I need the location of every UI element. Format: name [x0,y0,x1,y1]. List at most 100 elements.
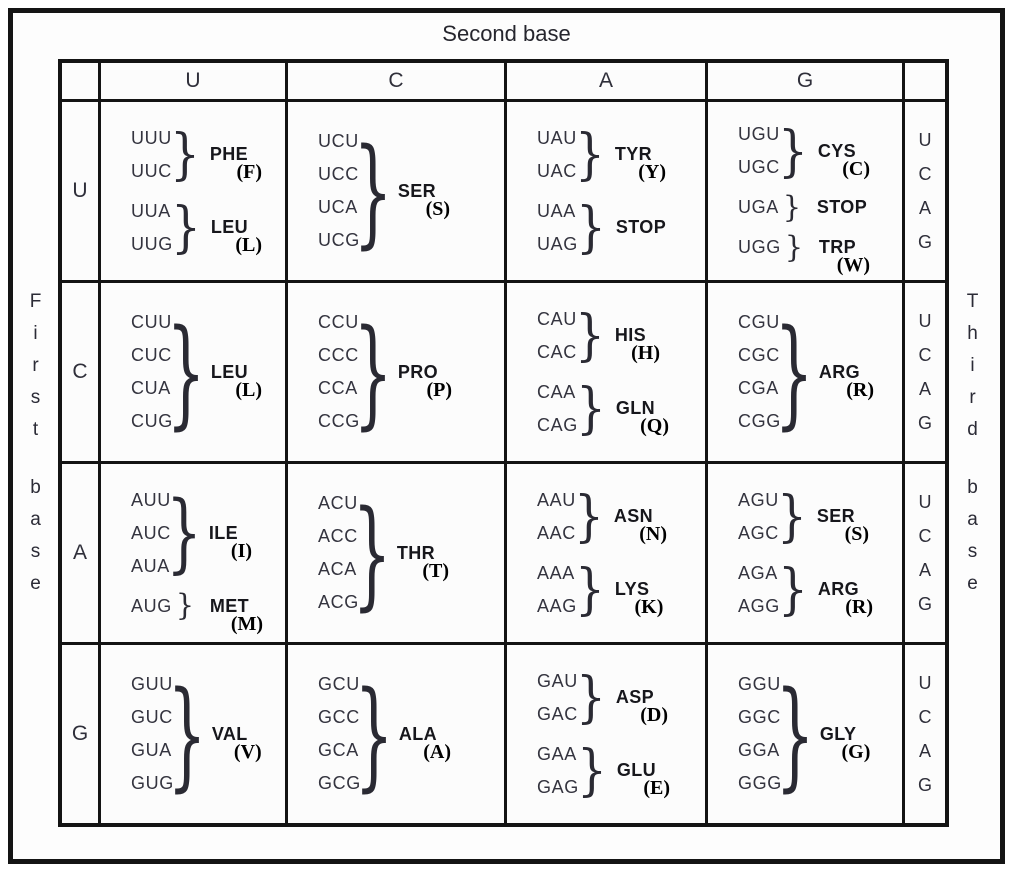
amino-acid-name: STOP [615,217,667,237]
third-base-letter: A [918,560,931,580]
first-base-letter-a: A [62,464,98,642]
brace-icon: } [784,229,803,265]
amino-acid-name: ALA [398,723,438,744]
second-base-header-u: U [101,63,285,99]
amino-acid-label: LYS(K) [615,579,664,618]
codon: UAA [537,200,576,221]
axis-label-letter [30,446,42,472]
brace-icon: } [777,118,808,183]
brace-icon: } [574,303,605,367]
brace-icon: } [782,189,801,225]
codon: CGU [738,312,780,332]
amino-acid-name: STOP [816,197,868,217]
codon: UCU [318,131,359,151]
amino-acid-letter: (R) [846,378,875,401]
third-base-letter: A [918,198,931,218]
amino-acid-label: TYR(Y) [615,144,666,183]
third-base-letter: C [918,164,932,184]
amino-acid-name: MET [209,595,250,616]
codon: UAC [537,160,577,181]
amino-acid-name: LEU [210,361,249,382]
codon: CAC [537,341,577,362]
codon: ACC [318,526,358,546]
axis-label-letter: a [967,509,978,530]
codon: GAA [537,743,577,764]
amino-acid-label: ASN(N) [614,506,667,545]
amino-acid-name: ASP [615,687,655,707]
codon: AAG [537,595,577,616]
brace-icon: } [169,122,200,186]
codon: GUU [131,674,173,694]
codon-group: UGG}TRP(W) [738,229,902,276]
codon-list: UUA UUG [131,195,173,261]
codon: CGC [738,345,780,365]
amino-acid-letter: (G) [841,740,871,763]
axis-label-letter: r [969,387,976,408]
amino-acid-letter: (S) [844,523,870,545]
brace-icon: } [353,122,393,260]
brace-icon: } [575,195,606,259]
amino-acid-label: GLY(G) [820,724,871,763]
codon: CUA [131,378,171,398]
amino-acid-letter: (A) [423,740,452,763]
amino-acid-name: ARG [818,361,861,382]
codon-group: UUA UUG} LEU(L) [131,195,285,261]
first-base-letter-g: G [62,645,98,823]
codon: UUG [131,233,173,254]
axis-label-letter [967,446,979,472]
codon: UUA [131,200,171,221]
third-base-letter: G [917,594,932,614]
amino-acid-label: LEU(L) [211,217,262,256]
codon: UAU [537,127,577,148]
codon: UCG [318,230,360,250]
codon: AGU [738,489,779,510]
amino-acid-label: PRO(P) [398,362,452,401]
brace-icon: } [170,195,201,259]
amino-acid-label: SER(S) [817,506,869,545]
amino-acid-letter: (W) [836,254,871,276]
amino-acid-letter: (S) [425,197,451,220]
amino-acid-letter: (Y) [638,161,667,183]
amino-acid-letter: (K) [634,596,664,618]
codon: AGA [738,562,778,583]
brace-icon: } [354,665,394,803]
amino-acid-label: PHE(F) [210,144,262,183]
codon: GGC [738,707,781,727]
axis-label-letter: i [33,323,38,344]
amino-acid-label: THR(T) [397,543,449,582]
amino-acid-letter: (T) [422,559,450,582]
amino-acid-name: ARG [817,579,860,599]
axis-label-letter: d [967,419,978,440]
codon: UGU [738,124,780,144]
amino-acid-name: VAL [211,723,248,744]
third-base-letter: G [917,232,932,252]
amino-acid-letter: (Q) [640,415,670,437]
